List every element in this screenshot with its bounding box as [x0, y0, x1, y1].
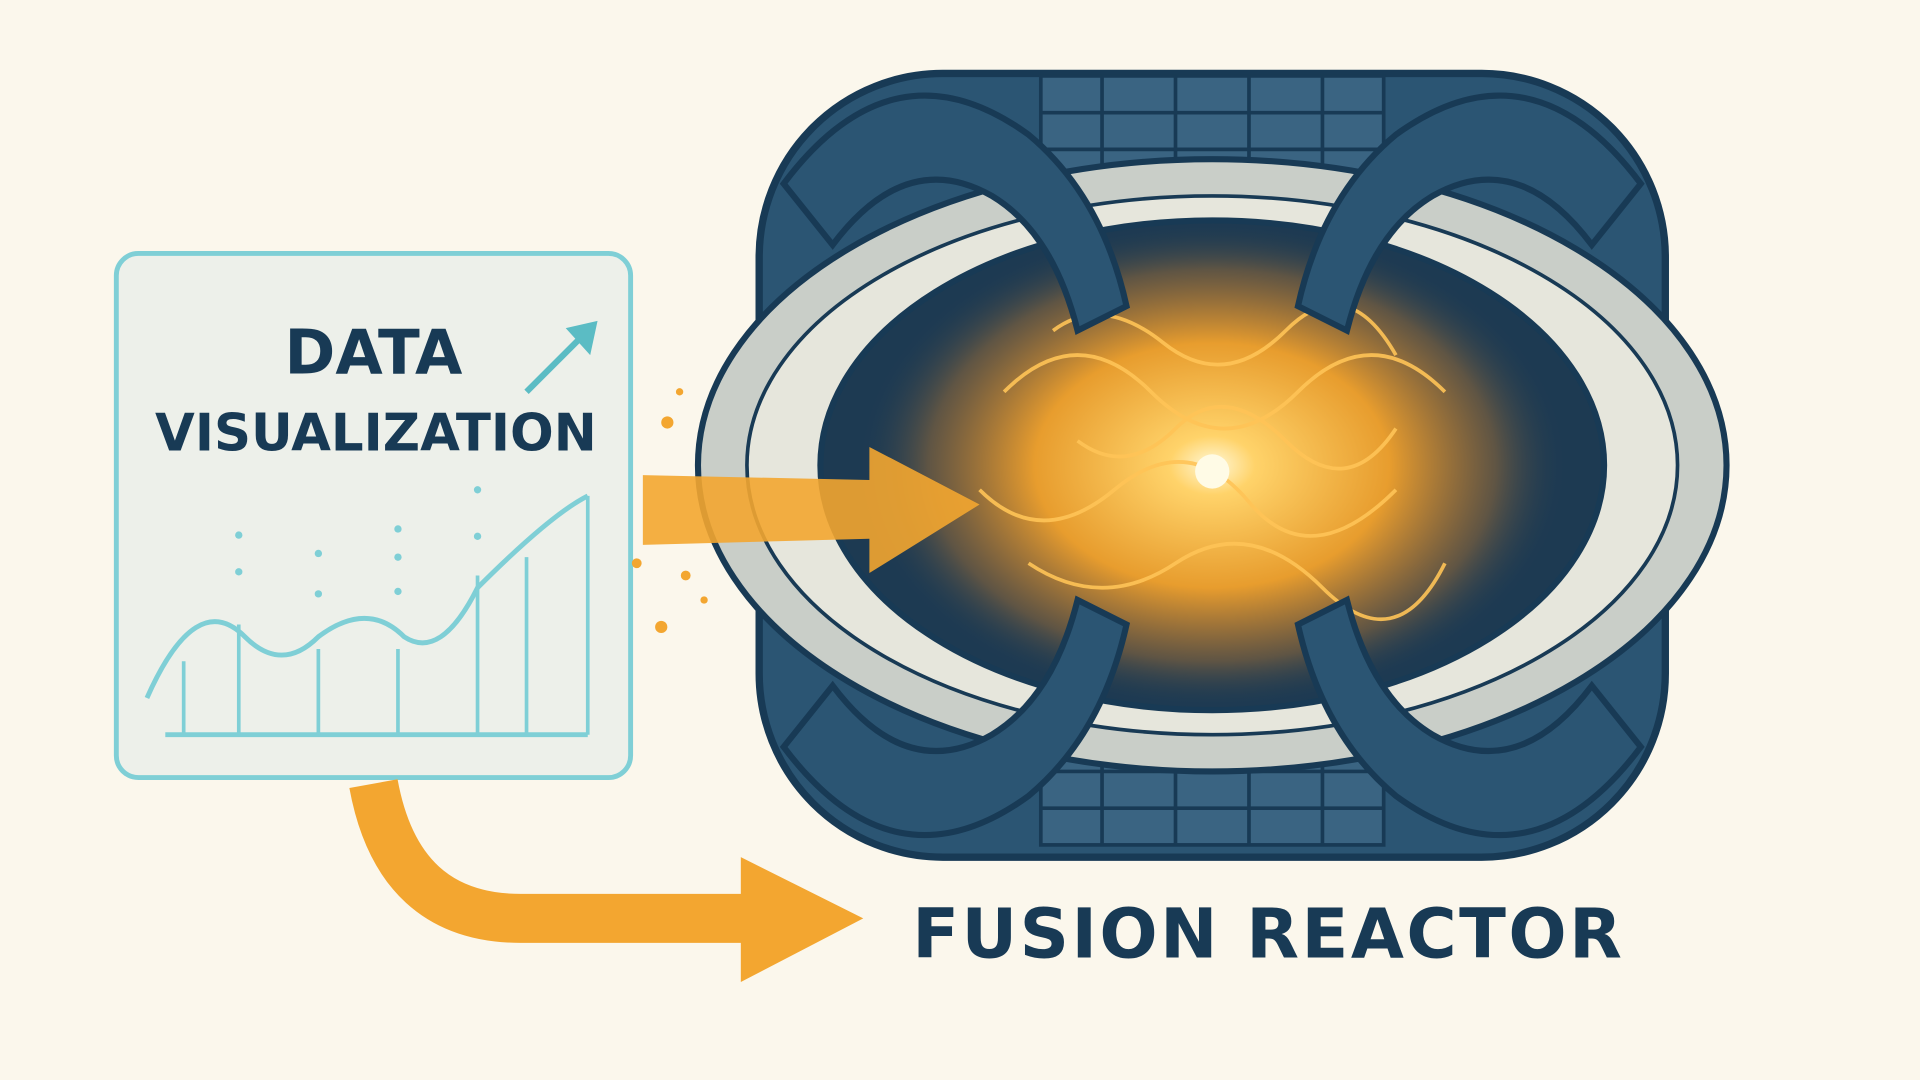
data-visualization-card: DATA VISUALIZATION	[113, 251, 634, 780]
fusion-reactor-icon	[694, 69, 1730, 861]
reactor-label: FUSION REACTOR	[912, 895, 1624, 975]
scatter-dots	[235, 486, 482, 598]
trend-arrow-icon	[524, 320, 598, 395]
card-title-line2: VISUALIZATION	[155, 404, 597, 464]
line-chart-icon	[144, 493, 590, 738]
curved-arrow-icon	[349, 778, 864, 983]
magnet-coils	[779, 92, 1645, 839]
flow-arrow-icon	[631, 388, 980, 634]
card-title-line1: DATA	[285, 317, 463, 388]
